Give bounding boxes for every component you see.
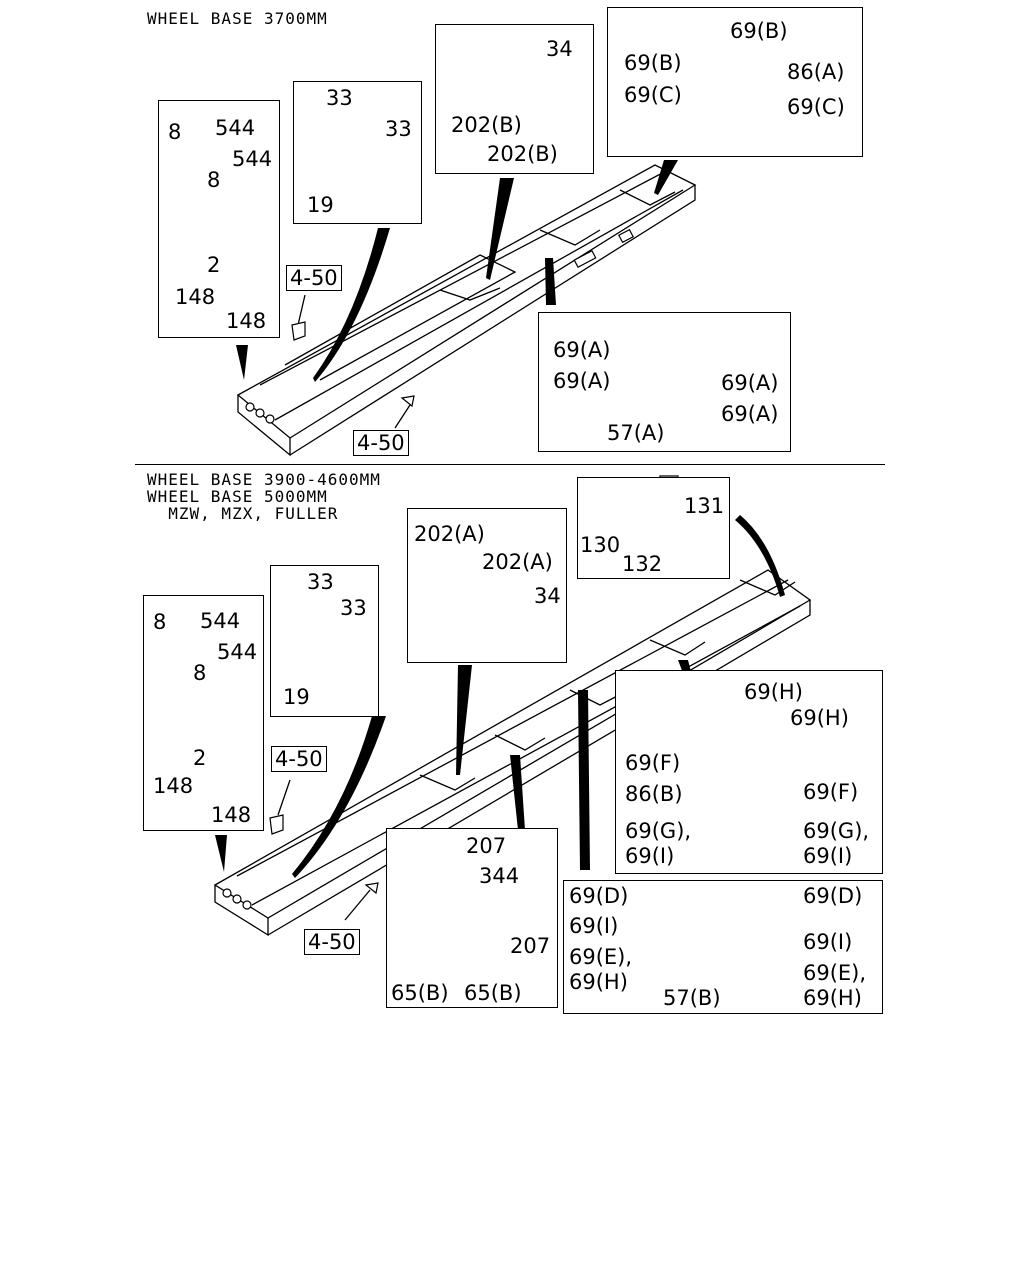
callout-69i: 69(I)	[625, 844, 675, 868]
callout-148: 148	[175, 285, 216, 309]
callout-544: 544	[232, 147, 273, 171]
callout-544: 544	[215, 116, 256, 140]
bottom-crossmember-front-box	[143, 595, 264, 831]
pointer-wedge	[313, 228, 390, 382]
bottom-crossmember-344-box	[386, 828, 558, 1008]
callout-86b: 86(B)	[625, 782, 683, 806]
callout-33: 33	[326, 86, 353, 110]
callout-33: 33	[307, 570, 334, 594]
pointer-wedge	[292, 716, 386, 878]
pointer-wedge	[486, 178, 514, 280]
pointer-wedge	[735, 515, 785, 597]
callout-69h: 69(H)	[744, 680, 803, 704]
callout-2: 2	[193, 746, 207, 770]
callout-69e: 69(E),	[569, 945, 633, 969]
callout-69g: 69(G),	[625, 819, 692, 843]
callout-69b: 69(B)	[624, 51, 682, 75]
callout-8: 8	[153, 610, 167, 634]
pointer-wedge	[654, 160, 678, 195]
ref-4-50[interactable]: 4-50	[353, 430, 409, 456]
top-crossmember-front-box	[158, 100, 280, 338]
callout-69a: 69(A)	[553, 338, 611, 362]
callout-132: 132	[622, 552, 663, 576]
callout-148: 148	[226, 309, 267, 333]
bottom-crossmember-34-box	[407, 508, 567, 663]
callout-8: 8	[193, 661, 207, 685]
callout-202b: 202(B)	[487, 142, 558, 166]
callout-69f: 69(F)	[625, 751, 681, 775]
callout-33: 33	[340, 596, 367, 620]
bottom-crossmember-57b-box	[563, 880, 883, 1014]
callout-69i: 69(I)	[569, 914, 619, 938]
callout-69a: 69(A)	[721, 371, 779, 395]
pointer-wedge	[545, 258, 556, 305]
section-divider	[135, 464, 885, 465]
callout-207: 207	[510, 934, 551, 958]
callout-69c: 69(C)	[624, 83, 682, 107]
callout-69b: 69(B)	[730, 19, 788, 43]
callout-69d: 69(D)	[803, 884, 863, 908]
callout-202b: 202(B)	[451, 113, 522, 137]
callout-202a: 202(A)	[482, 550, 553, 574]
bottom-rear-crossmember-box	[577, 477, 730, 579]
callout-69h: 69(H)	[803, 986, 862, 1010]
callout-148: 148	[211, 803, 252, 827]
bottom-wheelbase-header-3: MZW, MZX, FULLER	[147, 504, 339, 523]
callout-69h: 69(H)	[569, 970, 628, 994]
pointer-wedge	[510, 755, 525, 830]
ref-4-50[interactable]: 4-50	[304, 929, 360, 955]
callout-69g: 69(G),	[803, 819, 870, 843]
callout-69a: 69(A)	[721, 402, 779, 426]
bottom-crossmember-86b-box	[615, 670, 883, 874]
callout-19: 19	[283, 685, 310, 709]
callout-8: 8	[168, 120, 182, 144]
callout-69f: 69(F)	[803, 780, 859, 804]
pointer-wedge	[215, 835, 227, 872]
callout-57b: 57(B)	[663, 986, 721, 1010]
pointer-wedge	[578, 690, 590, 870]
bottom-wheelbase-header-2: WHEEL BASE 5000MM	[147, 487, 328, 506]
callout-69e: 69(E),	[803, 961, 867, 985]
callout-69d: 69(D)	[569, 884, 629, 908]
callout-69a: 69(A)	[553, 369, 611, 393]
callout-19: 19	[307, 193, 334, 217]
ref-4-50[interactable]: 4-50	[286, 265, 342, 291]
pointer-wedge	[236, 345, 248, 380]
callout-65b: 65(B)	[464, 981, 522, 1005]
top-crossmember-34-box	[435, 24, 594, 174]
callout-130: 130	[580, 533, 621, 557]
callout-69i: 69(I)	[803, 844, 853, 868]
callout-131: 131	[684, 494, 725, 518]
callout-2: 2	[207, 253, 221, 277]
callout-148: 148	[153, 774, 194, 798]
callout-202a: 202(A)	[414, 522, 485, 546]
callout-8: 8	[207, 168, 221, 192]
callout-34: 34	[534, 584, 561, 608]
top-ladder-frame	[236, 164, 697, 457]
callout-69i: 69(I)	[803, 930, 853, 954]
callout-34: 34	[546, 37, 573, 61]
callout-57a: 57(A)	[607, 421, 665, 445]
callout-69h: 69(H)	[790, 706, 849, 730]
top-crossmember-19-box	[293, 81, 422, 224]
bottom-wheelbase-header-1: WHEEL BASE 3900-4600MM	[147, 470, 381, 489]
bottom-crossmember-19-box	[270, 565, 379, 717]
callout-65b: 65(B)	[391, 981, 449, 1005]
top-wheelbase-header: WHEEL BASE 3700MM	[147, 9, 328, 28]
callout-86a: 86(A)	[787, 60, 845, 84]
pointer-wedge	[456, 665, 472, 775]
callout-33: 33	[385, 117, 412, 141]
ref-4-50[interactable]: 4-50	[271, 746, 327, 772]
top-crossmember-86a-box	[607, 7, 863, 157]
callout-69c: 69(C)	[787, 95, 845, 119]
callout-344: 344	[479, 864, 520, 888]
top-crossmember-57a-box	[538, 312, 791, 452]
callout-544: 544	[217, 640, 258, 664]
callout-544: 544	[200, 609, 241, 633]
callout-207: 207	[466, 834, 507, 858]
